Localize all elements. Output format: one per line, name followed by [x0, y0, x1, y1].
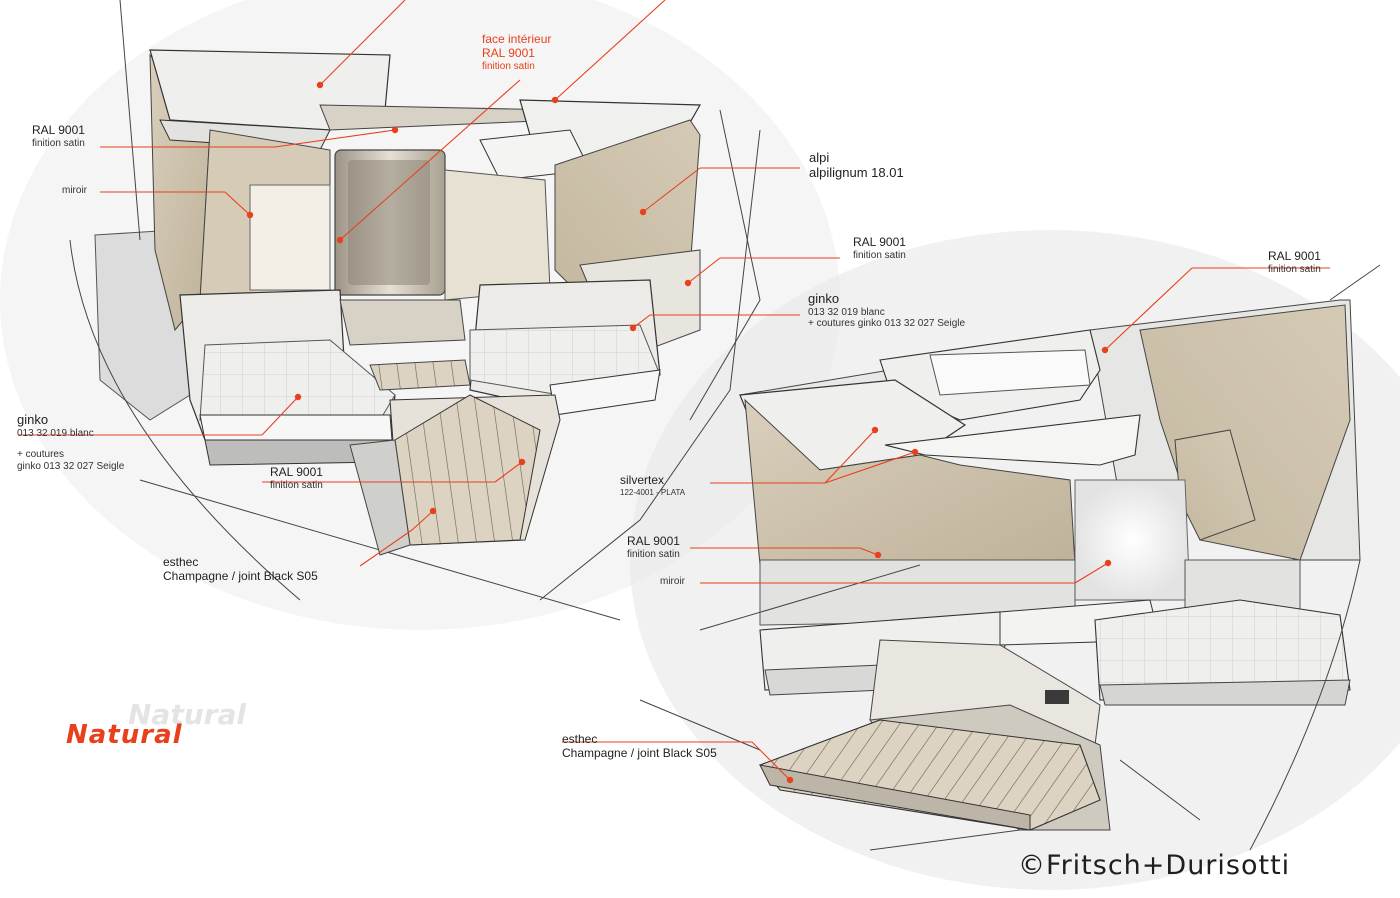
label-silvertex: silvertex 122-4001 - PLATA: [620, 473, 686, 497]
esthec-right-title: esthec: [562, 732, 598, 746]
label-esthec-left: esthec Champagne / joint Black S05: [163, 555, 357, 584]
ral-mid-title: RAL 9001: [853, 235, 906, 249]
label-ral-mid: RAL 9001 finition satin: [853, 235, 906, 261]
label-ral-right-top: RAL 9001 finition satin: [1268, 249, 1321, 275]
label-face-interieur: face intérieur RAL 9001 finition satin: [482, 32, 552, 72]
theme-title: Natural: [66, 720, 183, 750]
theme-shadow: Natural: [128, 698, 246, 731]
label-ral-right-mid: RAL 9001 finition satin: [627, 534, 680, 560]
label-ginko-right: ginko 013 32 019 blanc + coutures ginko …: [808, 291, 966, 330]
esthec-left-sub: Champagne / joint Black S05: [163, 568, 318, 583]
ral-right-top-title: RAL 9001: [1268, 249, 1321, 263]
ginko-left-sub2: + coutures: [17, 449, 64, 461]
ral-floor-sub: finition satin: [270, 479, 323, 491]
label-miroir-right: miroir: [660, 576, 685, 588]
ral-right-mid-title: RAL 9001: [627, 534, 680, 548]
label-ral-floor: RAL 9001 finition satin: [270, 465, 323, 491]
ral-right-top-sub: finition satin: [1268, 263, 1321, 275]
leader-dots: [246, 81, 1112, 784]
ginko-right-title: ginko: [808, 291, 840, 306]
face-interieur-finish: finition satin: [482, 60, 535, 72]
silvertex-title: silvertex: [620, 473, 665, 487]
label-alpi: alpi alpilignum 18.01: [809, 150, 904, 181]
miroir-right-title: miroir: [660, 576, 685, 587]
esthec-left-title: esthec: [163, 555, 199, 569]
silvertex-sub: 122-4001 - PLATA: [620, 487, 686, 497]
label-ral-top-left: RAL 9001 finition satin: [32, 123, 85, 149]
ral-mid-sub: finition satin: [853, 249, 906, 261]
face-interieur-title: face intérieur: [482, 32, 552, 46]
label-ginko-left: ginko 013 32 019 blanc + coutures ginko …: [17, 412, 125, 472]
ral-top-left-sub: finition satin: [32, 137, 85, 149]
ral-floor-title: RAL 9001: [270, 465, 323, 479]
face-interieur-ral: RAL 9001: [482, 45, 535, 60]
ginko-right-sub1: 013 32 019 blanc: [808, 306, 885, 318]
alpi-title: alpi: [809, 150, 830, 165]
brand-logo: ©Fritsch+Durisotti: [1018, 850, 1291, 881]
ral-right-mid-sub: finition satin: [627, 548, 680, 560]
esthec-right-sub: Champagne / joint Black S05: [562, 745, 717, 760]
ginko-right-sub2: + coutures ginko 013 32 027 Seigle: [808, 318, 966, 330]
ginko-left-sub3: ginko 013 32 027 Seigle: [17, 460, 125, 472]
ginko-left-sub1: 013 32 019 blanc: [17, 427, 94, 439]
label-miroir-left: miroir: [62, 185, 87, 197]
leader-lines: [18, 0, 1330, 781]
alpi-sub: alpilignum 18.01: [809, 164, 904, 180]
ral-top-left-title: RAL 9001: [32, 123, 85, 137]
ginko-left-title: ginko: [17, 412, 49, 427]
label-esthec-right: esthec Champagne / joint Black S05: [562, 732, 717, 761]
miroir-left-title: miroir: [62, 185, 87, 196]
